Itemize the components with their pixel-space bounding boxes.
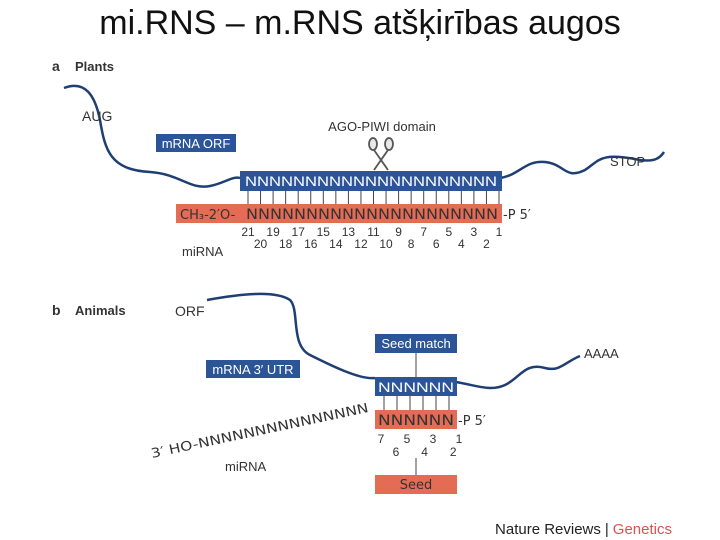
journal-name: Genetics: [613, 521, 672, 538]
animal-mirna-seed: NNNNNN: [378, 413, 454, 429]
animal-numbers-even: 6 4 2: [393, 445, 457, 459]
position-number: 12: [354, 237, 368, 251]
position-number: 4: [458, 237, 465, 251]
position-number: 2: [483, 237, 490, 251]
animal-mirna-tail: 3′ HO-NNNNNNNNNNNNNNN: [150, 401, 370, 462]
position-number: 18: [279, 237, 293, 251]
plant-base-pairs: [248, 191, 499, 204]
animal-base-pairs: [384, 396, 449, 410]
animal-mirna-label: miRNA: [225, 459, 266, 474]
position-number: 7: [420, 225, 427, 239]
journal-credit: Nature Reviews|Genetics: [495, 521, 672, 538]
position-number: 5: [445, 225, 452, 239]
seed-label: Seed: [400, 478, 433, 493]
journal-separator: |: [605, 521, 609, 538]
position-number: 11: [367, 225, 380, 239]
position-number: 3: [471, 225, 478, 239]
utr-label: mRNA 3′ UTR: [212, 362, 293, 377]
plant-mrna-seq: NNNNNNNNNNNNNNNNNNNNN: [245, 173, 497, 189]
position-number: 6: [393, 445, 400, 459]
position-number: 16: [304, 237, 318, 251]
position-number: 9: [395, 225, 402, 239]
position-number: 3: [430, 432, 437, 446]
aug-label: AUG: [82, 108, 112, 124]
seed-match-label: Seed match: [381, 336, 450, 351]
animal-numbers-odd: 7 5 3 1: [378, 432, 463, 446]
ago-piwi-label: AGO-PIWI domain: [328, 119, 436, 134]
orf-label: ORF: [175, 303, 205, 319]
polya-label: AAAA: [584, 346, 619, 361]
position-number: 1: [456, 432, 463, 446]
position-number: 10: [379, 237, 393, 251]
plant-mirna-suffix: -P 5′: [503, 208, 531, 223]
position-number: 7: [378, 432, 385, 446]
mrna-orf-label: mRNA ORF: [162, 136, 231, 151]
animal-mrna-curve-right: [456, 356, 580, 388]
journal-brand: Nature Reviews: [495, 521, 601, 538]
scissors-icon: [369, 138, 393, 170]
panel-b-heading: Animals: [75, 303, 126, 318]
position-number: 1: [496, 225, 503, 239]
position-number: 2: [450, 445, 457, 459]
panel-a-letter: a: [52, 58, 60, 74]
position-number: 4: [421, 445, 428, 459]
animal-mrna-seq: NNNNNN: [378, 379, 454, 395]
plant-mirna-seq: NNNNNNNNNNNNNNNNNNNNN: [246, 207, 498, 223]
stop-label: STOP: [610, 154, 645, 169]
plant-numbers-even: 20 18 16 14 12 10 8 6 4 2: [254, 237, 490, 251]
panel-a-heading: Plants: [75, 59, 114, 74]
position-number: 6: [433, 237, 440, 251]
position-number: 5: [404, 432, 411, 446]
position-number: 14: [329, 237, 343, 251]
plant-mirna-label: miRNA: [182, 244, 223, 259]
plant-mirna-prefix: CH₃-2′O-: [180, 208, 236, 223]
panel-b-letter: b: [52, 302, 61, 318]
animal-mirna-suffix: -P 5′: [458, 414, 486, 429]
position-number: 20: [254, 237, 268, 251]
position-number: 8: [408, 237, 415, 251]
